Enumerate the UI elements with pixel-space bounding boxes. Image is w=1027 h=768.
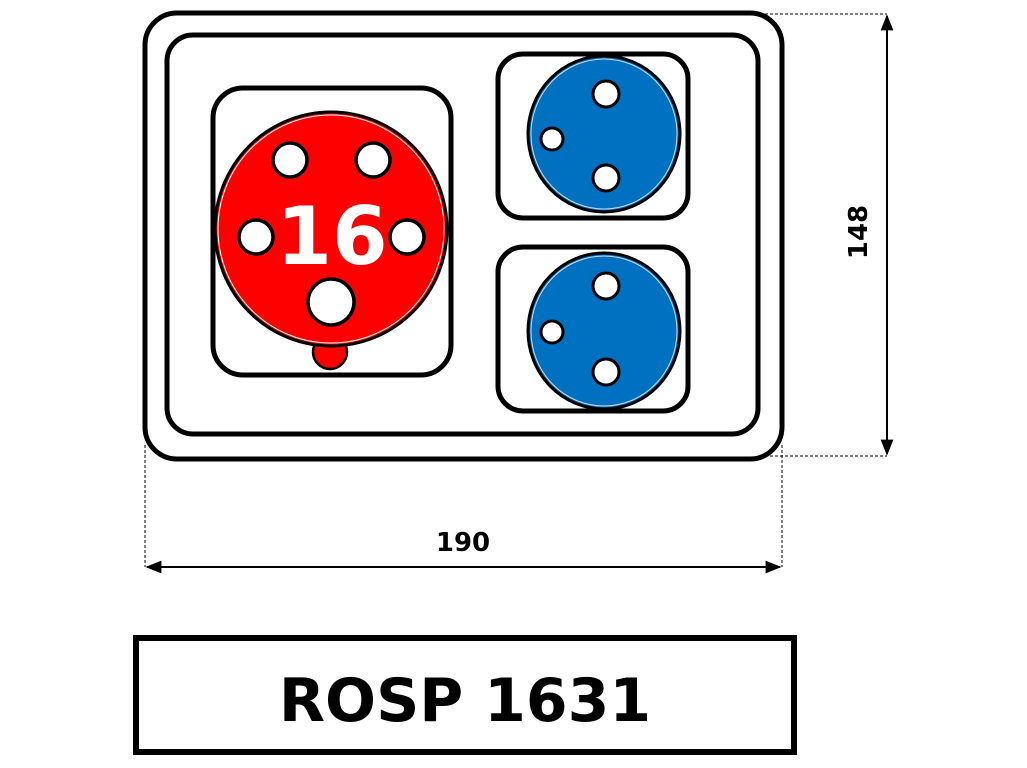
pin-hole (539, 319, 565, 345)
red-socket-module: 16 (210, 85, 454, 378)
width-dimension (144, 445, 783, 574)
width-label: 190 (436, 528, 490, 558)
pin-hole (591, 79, 621, 109)
pin-hole (591, 271, 621, 301)
red-socket-rating: 16 (276, 190, 387, 283)
pin-hole (306, 277, 356, 327)
blue-socket-face (526, 251, 682, 411)
height-dimension (765, 13, 894, 457)
product-label-box (133, 635, 797, 755)
red-socket-pins (237, 141, 426, 327)
pin-hole (591, 357, 621, 387)
pin-hole (271, 141, 309, 179)
blue-socket-module-bottom (495, 244, 691, 414)
blue-socket-face (526, 54, 682, 214)
pin-hole (354, 141, 392, 179)
pin-hole (237, 218, 275, 256)
pin-hole (388, 218, 426, 256)
product-label: ROSP 1631 (279, 666, 651, 736)
pin-hole (539, 126, 565, 152)
blue-socket-module-top (495, 51, 691, 221)
red-socket-face (213, 110, 449, 348)
pin-hole (591, 163, 621, 193)
height-label: 148 (844, 205, 874, 259)
